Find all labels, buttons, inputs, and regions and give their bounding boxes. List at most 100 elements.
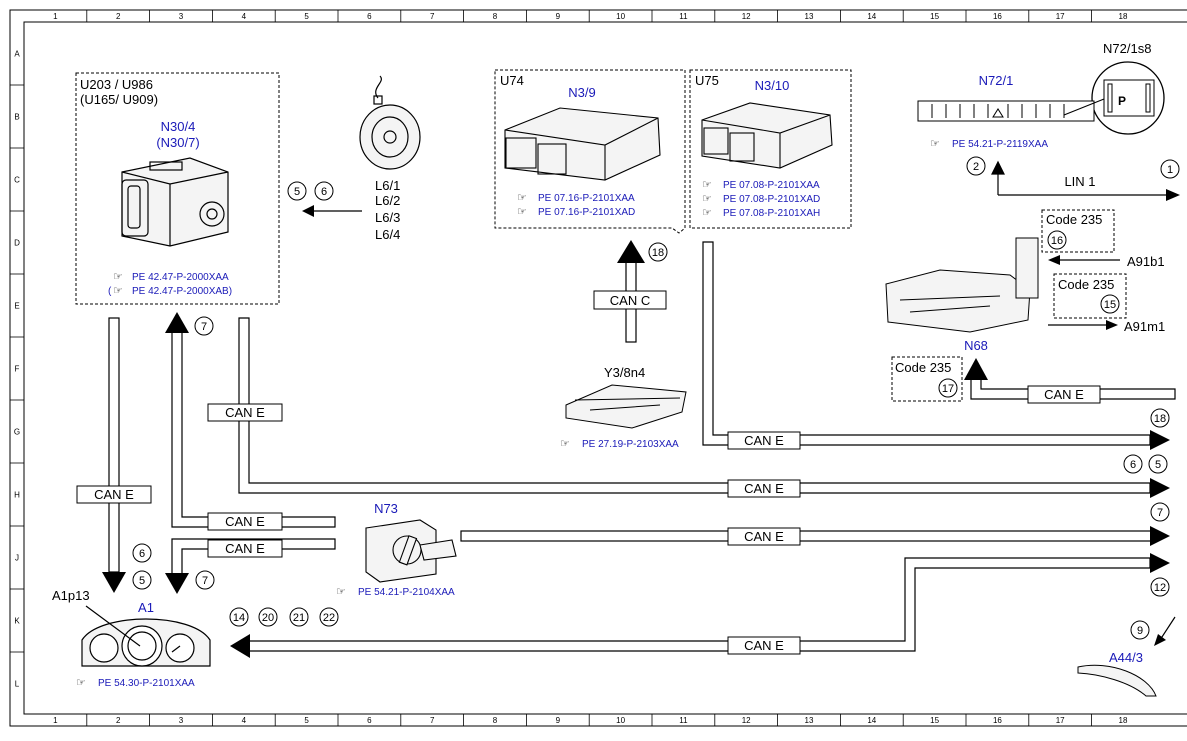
n72-switch-label: N72/1s8 [1103, 41, 1151, 56]
circle-22: 22 [319, 607, 339, 627]
a44-sensor-icon [1077, 664, 1157, 697]
grid-col-label: 16 [993, 12, 1002, 21]
can-e-esp-arrow [1150, 478, 1170, 498]
grid-col-label: 2 [116, 716, 121, 725]
grid-col-label: 15 [930, 12, 939, 21]
grid-col-label: 9 [556, 716, 561, 725]
can-c-label: CAN C [610, 293, 650, 308]
circle-6-wheel: 6 [314, 181, 334, 201]
me-ref-icon-3: ☞ [702, 179, 712, 191]
grid-col-label: 18 [1119, 12, 1128, 21]
can-e-me-arrow [1150, 430, 1170, 450]
can-e-n73-label: CAN E [744, 529, 784, 544]
a1p13-label: A1p13 [52, 588, 90, 603]
grid-row-label: C [14, 176, 20, 185]
esp-ref-2: PE 42.47-P-2000XAB) [132, 286, 232, 297]
grid-col-label: 12 [742, 12, 751, 21]
can-e-esp-a1-label: CAN E [94, 487, 134, 502]
esp-ref-1: PE 42.47-P-2000XAA [132, 272, 229, 283]
grid-col-label: 2 [116, 12, 121, 21]
grid-row-label: H [14, 491, 20, 500]
can-e-n73-a1-arrow [165, 573, 189, 594]
grid-col-label: 5 [304, 12, 309, 21]
circle-2-n72: 2 [966, 156, 986, 176]
a91b1-arrow [1048, 255, 1060, 265]
n73-ref-icon: ☞ [336, 586, 346, 598]
a44-signal-arrow [1154, 634, 1166, 646]
can-c-label-box [593, 290, 667, 310]
svg-text:16: 16 [1051, 235, 1063, 247]
n68-label: N68 [964, 338, 988, 353]
wheel-label-4: L6/4 [375, 227, 400, 242]
can-e-esp-v-label-box [207, 403, 283, 422]
a91m1-label: A91m1 [1124, 319, 1165, 334]
grid-row-label: E [14, 302, 19, 311]
me-ref-2: PE 07.16-P-2101XAD [538, 207, 635, 218]
grid-col-label: 12 [742, 716, 751, 725]
frame-inner [23, 21, 1187, 715]
can-e-me-bus [702, 241, 1151, 446]
grid-row-label: L [15, 680, 20, 689]
grid-col-label: 13 [805, 12, 814, 21]
can-e-n73-label-box [727, 527, 801, 546]
can-e-n73-esp-label: CAN E [225, 514, 265, 529]
wheel-signal-arrow [302, 205, 314, 217]
can-e-n68-arrow [964, 358, 988, 380]
a1-label: A1 [138, 600, 154, 615]
svg-text:5: 5 [1155, 459, 1161, 471]
transmission-control-icon [565, 384, 687, 429]
can-e-n73-esp-bus [171, 331, 336, 528]
me-control-unit-2-icon [701, 102, 833, 169]
frame-outer [9, 9, 1187, 727]
circle-9-a44: 9 [1130, 620, 1150, 640]
a44-label: A44/3 [1109, 650, 1143, 665]
circle-7-right: 7 [1150, 502, 1170, 522]
circle-1-lin: 1 [1160, 159, 1180, 179]
esp-name-1: N30/4 [161, 119, 196, 134]
can-e-a1-label: CAN E [744, 638, 784, 653]
lin-1-arrow-up [992, 162, 1004, 174]
circle-5-wheel: 5 [287, 181, 307, 201]
wheel-label-1: L6/1 [375, 178, 400, 193]
code-235-a-label: Code 235 [1046, 212, 1102, 227]
grid-col-label: 8 [493, 716, 498, 725]
circle-21: 21 [289, 607, 309, 627]
grid-col-label: 10 [616, 12, 625, 21]
esp-label-2: (U165/ U909) [80, 92, 158, 107]
grid-col-label: 16 [993, 716, 1002, 725]
can-e-esp-label: CAN E [744, 481, 784, 496]
circle-5-a1: 5 [132, 570, 152, 590]
me-control-unit-1-icon [504, 107, 661, 181]
grid-row-label: G [14, 428, 20, 437]
can-e-a1-label-box [727, 636, 801, 655]
grid-col-label: 17 [1056, 12, 1065, 21]
circle-15-code: 15 [1100, 294, 1120, 314]
grid-col-label: 15 [930, 716, 939, 725]
grid-col-label: 1 [53, 716, 58, 725]
svg-text:21: 21 [293, 612, 305, 624]
esp-ref-icon-1: ☞ [113, 271, 123, 283]
esp-label-1: U203 / U986 [80, 77, 153, 92]
grid-col-label: 14 [867, 12, 876, 21]
can-e-esp-a1-bus [108, 317, 120, 573]
grid-ticks [10, 10, 1092, 726]
circle-5-right: 5 [1148, 454, 1168, 474]
can-e-n68-label: CAN E [1044, 387, 1084, 402]
grid-col-label: 5 [304, 716, 309, 725]
svg-text:2: 2 [973, 161, 979, 173]
svg-text:9: 9 [1137, 625, 1143, 637]
a91m1-arrow [1106, 320, 1118, 330]
esp-name-2: (N30/7) [156, 135, 199, 150]
can-e-n68-label-box [1027, 385, 1101, 404]
grid-labels: 1122334455667788991010111112121313141415… [14, 12, 1128, 725]
svg-text:15: 15 [1104, 299, 1116, 311]
circle-7-a1: 7 [195, 570, 215, 590]
code-235-b-label: Code 235 [1058, 277, 1114, 292]
n73-ref: PE 54.21-P-2104XAA [358, 587, 455, 598]
can-e-n73-esp-arrow [165, 312, 189, 333]
can-c-arrow [617, 240, 645, 263]
circle-12-right: 12 [1150, 577, 1170, 597]
grid-col-label: 17 [1056, 716, 1065, 725]
grid-col-label: 3 [179, 12, 184, 21]
me-ref-icon-2: ☞ [517, 206, 527, 218]
